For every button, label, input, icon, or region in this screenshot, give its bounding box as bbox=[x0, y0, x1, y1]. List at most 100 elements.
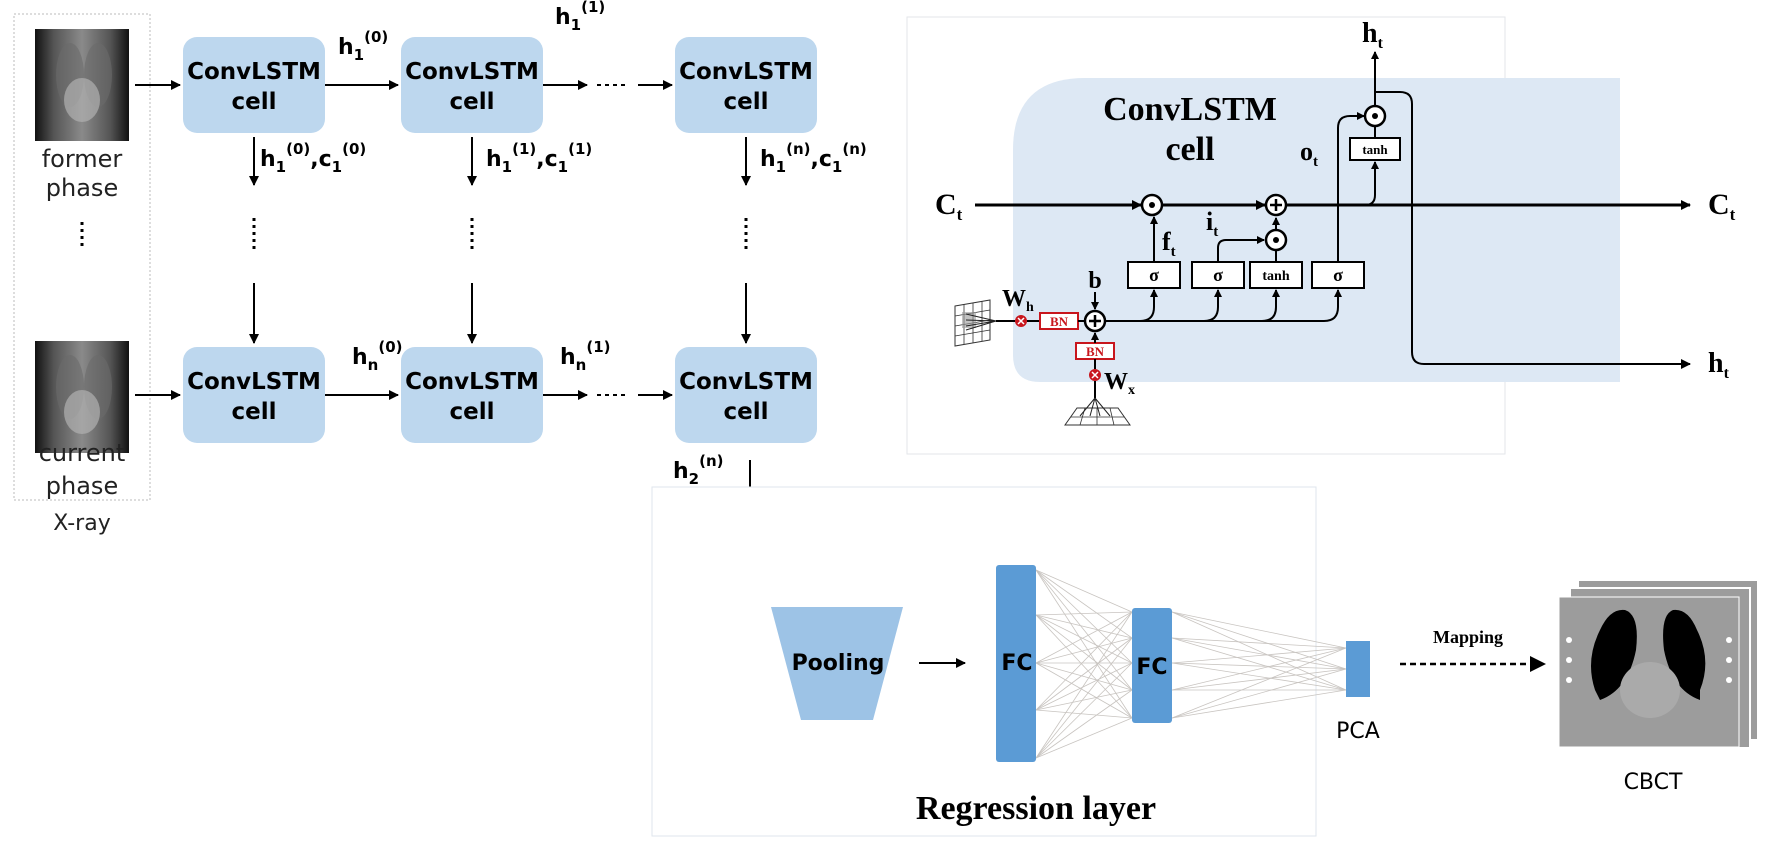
label-c-in: Ct bbox=[935, 188, 963, 224]
cell-top-2: ConvLSTM cell bbox=[401, 37, 543, 133]
xray-panel-border bbox=[13, 13, 151, 501]
bn-x-box: BN bbox=[1075, 342, 1115, 360]
label-h-out: ht bbox=[1708, 348, 1730, 382]
regression-panel-border bbox=[651, 486, 1317, 837]
fc-connection-line bbox=[1035, 611, 1133, 711]
cell-label-line1: ConvLSTM bbox=[187, 59, 321, 85]
label-hn-0: hn(0) bbox=[352, 338, 403, 374]
input-feature-grid-icon bbox=[1064, 397, 1131, 426]
xray-image-current bbox=[35, 341, 129, 453]
fc-connection-line bbox=[1171, 647, 1347, 691]
fc-connection-line bbox=[1035, 611, 1133, 616]
label-hn-1: hn(1) bbox=[560, 338, 611, 374]
label-h2-n: h2(n) bbox=[673, 452, 724, 488]
cell-top-n: ConvLSTM cell bbox=[675, 37, 817, 133]
fc-connection-line bbox=[1035, 614, 1133, 691]
cell-label-line2: cell bbox=[723, 89, 768, 115]
xray-caption: X-ray bbox=[53, 511, 110, 536]
label-o-gate: ot bbox=[1300, 137, 1318, 170]
label-wh: Wh bbox=[1002, 286, 1034, 315]
xray-image-former bbox=[35, 29, 129, 141]
xray-panel: former phase current phase X-ray bbox=[13, 13, 151, 536]
current-label-line1: current bbox=[39, 439, 126, 467]
cell-label-line2: cell bbox=[231, 89, 276, 115]
svg-text:σ: σ bbox=[1149, 265, 1159, 285]
pca-label: PCA bbox=[1336, 719, 1380, 744]
fc-connection-line bbox=[1035, 662, 1133, 759]
fc-connection-line bbox=[1035, 689, 1133, 759]
label-h1c1-col2: h1(1),c1(1) bbox=[486, 140, 592, 176]
cell-label-line1: ConvLSTM bbox=[679, 369, 813, 395]
fc-connection-line bbox=[1171, 637, 1347, 649]
fc-connection-line bbox=[1171, 668, 1347, 719]
cell-label-line2: cell bbox=[231, 399, 276, 425]
fc-connection-line bbox=[1035, 614, 1133, 664]
cell-label-line2: cell bbox=[449, 89, 494, 115]
regression-layer-panel: Pooling FC FC PCA Regression layer bbox=[651, 486, 1380, 837]
cbct-caption: CBCT bbox=[1624, 770, 1683, 795]
label-h-top: ht bbox=[1362, 18, 1384, 52]
fc-connection-line bbox=[1171, 647, 1347, 664]
fc-connection-line bbox=[1035, 569, 1133, 664]
fc-connection-line bbox=[1035, 717, 1133, 759]
fc-connection-line bbox=[1171, 689, 1347, 719]
cell-label-line2: cell bbox=[723, 399, 768, 425]
fc-connection-line bbox=[1035, 662, 1133, 719]
fc-connection-line bbox=[1035, 611, 1133, 759]
cell-detail-title-line1: ConvLSTM bbox=[1103, 91, 1277, 128]
mapping-label: Mapping bbox=[1433, 627, 1503, 647]
cell-label-line1: ConvLSTM bbox=[405, 369, 539, 395]
gate-output-sigma: σ bbox=[1311, 261, 1365, 289]
current-label-line2: phase bbox=[46, 472, 118, 500]
cell-top-1: ConvLSTM cell bbox=[183, 37, 325, 133]
cell-detail-panel: ConvLSTM cell Ct Ct σ σ tanh bbox=[906, 16, 1736, 455]
convlstm-grid: ConvLSTM cell ConvLSTM cell ConvLSTM cel… bbox=[135, 0, 867, 521]
fc-connections bbox=[1035, 569, 1347, 759]
cell-detail-title-line2: cell bbox=[1165, 131, 1214, 168]
fc-connection-line bbox=[1035, 662, 1133, 691]
gate-forget-sigma: σ bbox=[1127, 261, 1181, 289]
cell-label-line1: ConvLSTM bbox=[405, 59, 539, 85]
fc-connection-line bbox=[1171, 668, 1347, 691]
regression-layer-title: Regression layer bbox=[916, 790, 1156, 827]
label-h1c1-col1: h1(0),c1(0) bbox=[260, 140, 366, 176]
mapping-output: Mapping CBCT bbox=[1400, 579, 1759, 795]
fc-connection-line bbox=[1035, 689, 1133, 711]
gate-input-sigma: σ bbox=[1191, 261, 1245, 289]
fc-connection-line bbox=[1171, 611, 1347, 649]
fc-connection-line bbox=[1035, 569, 1133, 639]
fc-connection-line bbox=[1035, 611, 1133, 664]
pooling-block: Pooling bbox=[771, 607, 903, 720]
gate-candidate-tanh: tanh bbox=[1249, 261, 1303, 289]
fc-connection-line bbox=[1171, 637, 1347, 670]
former-label-line1: former bbox=[42, 145, 123, 173]
fc-connection-line bbox=[1171, 662, 1347, 691]
fc1-label: FC bbox=[1001, 651, 1032, 676]
svg-text:tanh: tanh bbox=[1362, 142, 1388, 157]
fc-connection-line bbox=[1171, 637, 1347, 691]
fc-connection-line bbox=[1035, 709, 1133, 719]
cell-bottom-1: ConvLSTM cell bbox=[183, 347, 325, 443]
label-h1-1: h1(1) bbox=[555, 0, 605, 34]
svg-text:tanh: tanh bbox=[1262, 269, 1289, 284]
cell-bottom-2: ConvLSTM cell bbox=[401, 347, 543, 443]
fc1-block: FC bbox=[996, 565, 1036, 762]
label-wx: Wx bbox=[1104, 369, 1135, 398]
svg-text:σ: σ bbox=[1333, 265, 1343, 285]
svg-text:BN: BN bbox=[1086, 344, 1105, 359]
svg-text:σ: σ bbox=[1213, 265, 1223, 285]
cell-label-line1: ConvLSTM bbox=[187, 369, 321, 395]
fc-connection-line bbox=[1035, 614, 1133, 719]
pooling-label: Pooling bbox=[792, 651, 885, 676]
bn-h-box: BN bbox=[1039, 312, 1079, 330]
fc-connection-line bbox=[1035, 637, 1133, 759]
label-h1c1-coln: h1(n),c1(n) bbox=[760, 140, 867, 176]
hidden-feature-grid-icon bbox=[954, 299, 997, 347]
label-h1-0: h1(0) bbox=[338, 28, 388, 64]
output-tanh: tanh bbox=[1349, 137, 1401, 161]
fc-connection-line bbox=[1171, 662, 1347, 670]
label-f-gate: ft bbox=[1162, 227, 1176, 260]
cbct-volume-icon bbox=[1558, 579, 1759, 749]
label-i-gate: it bbox=[1206, 207, 1218, 240]
